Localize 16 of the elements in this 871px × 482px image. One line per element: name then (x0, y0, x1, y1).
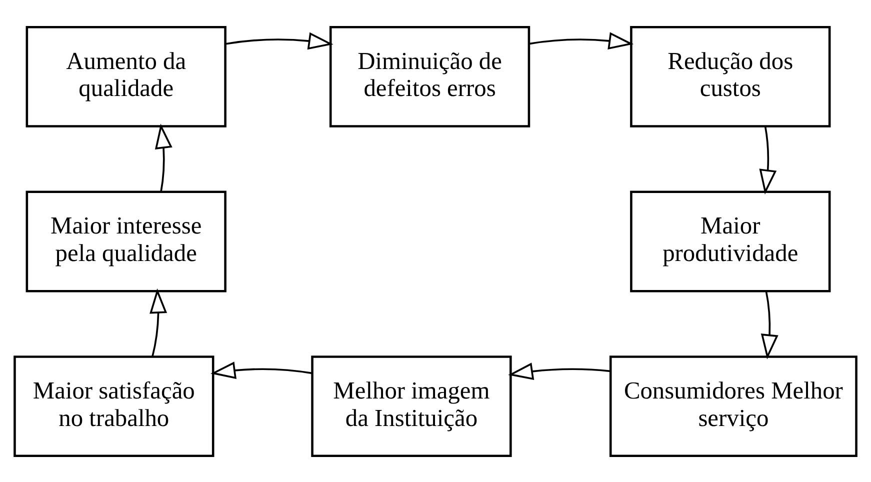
node-box: Maior satisfação no trabalho (14, 355, 214, 457)
arrow (226, 32, 334, 50)
arrow (508, 362, 610, 380)
node-box: Aumento da qualidade (26, 25, 226, 127)
arrow (760, 290, 778, 359)
node-box: Consumidores Melhor serviço (609, 355, 858, 457)
arrow (150, 288, 168, 356)
node-box: Maior produtividade (630, 190, 831, 292)
arrow (528, 32, 634, 50)
node-box: Maior interesse pela qualidade (26, 190, 226, 292)
arrow (154, 123, 172, 192)
node-box: Diminuição de defeitos erros (329, 25, 530, 127)
arrow (210, 361, 312, 379)
node-box: Redução dos custos (630, 25, 831, 127)
node-box: Melhor imagem da Instituição (311, 355, 512, 457)
arrow (759, 126, 777, 194)
